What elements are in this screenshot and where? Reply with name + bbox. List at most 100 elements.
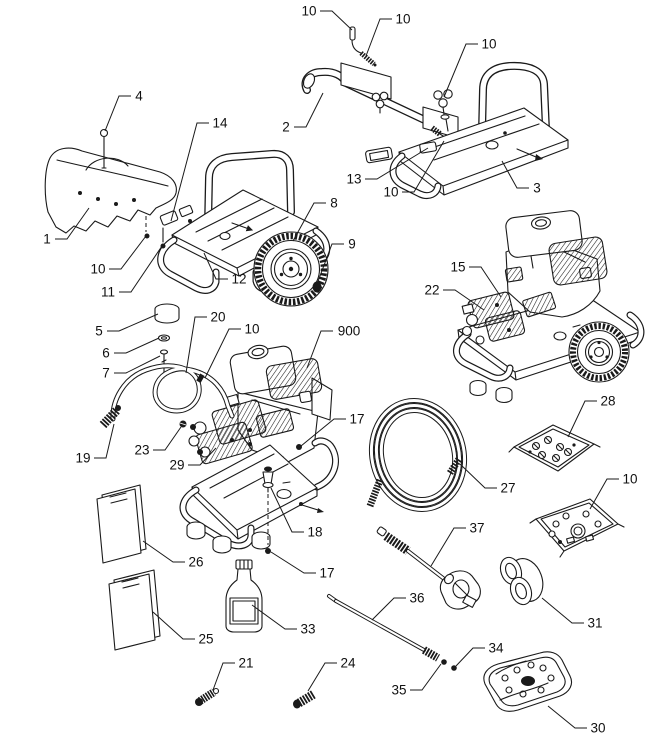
callout-label-37-37: 37 — [469, 521, 484, 536]
leader-line-10-10 — [109, 235, 147, 270]
callout-label-14-8: 14 — [212, 116, 228, 131]
nozzle-holder-31 — [499, 556, 544, 606]
callout-label-23-24: 23 — [134, 443, 149, 458]
leader-line-10-36 — [589, 478, 619, 510]
pump-29 — [188, 393, 267, 465]
callout-label-5-17: 5 — [95, 324, 103, 339]
leader-line-3-6 — [501, 160, 529, 189]
leader-line-8-13 — [292, 202, 326, 242]
muffler-part-1 — [44, 147, 177, 234]
hose-20 — [110, 363, 235, 422]
callout-label-30-42: 30 — [590, 721, 605, 736]
callout-label-36-38: 36 — [409, 591, 424, 606]
callout-label-25-30: 25 — [198, 632, 213, 647]
leader-line-27-34 — [459, 463, 497, 489]
leader-line-24-33 — [307, 662, 337, 692]
callout-label-3-6: 3 — [533, 181, 541, 196]
leader-line-2-3 — [294, 92, 324, 128]
leader-line-26-29 — [142, 540, 185, 563]
spray-wand-37 — [376, 526, 481, 610]
leader-line-22-16 — [443, 289, 485, 311]
leader-line-17-26 — [300, 418, 346, 447]
leader-line-12-12 — [203, 252, 228, 280]
leader-line-29-25 — [188, 447, 217, 466]
leader-line-1-9 — [55, 207, 90, 240]
leader-line-10-2 — [443, 43, 478, 98]
callout-label-2-3: 2 — [282, 120, 290, 135]
callout-label-10-5: 10 — [383, 185, 398, 200]
callout-label-900-22: 900 — [338, 324, 361, 339]
leader-line-10-5 — [402, 140, 445, 193]
wheel-8 — [253, 231, 329, 307]
callout-label-33-31: 33 — [300, 622, 315, 637]
fitting-21 — [195, 687, 220, 706]
callout-label-9-14: 9 — [348, 237, 356, 252]
leader-line-35-40 — [410, 663, 442, 691]
callout-label-1-9: 1 — [43, 232, 51, 247]
leader-line-36-38 — [371, 597, 406, 621]
callout-label-20-20: 20 — [210, 310, 225, 325]
lance-36 — [327, 594, 457, 671]
frame-2 — [179, 437, 339, 554]
o-ring-35 — [441, 659, 447, 665]
callout-label-31-41: 31 — [587, 616, 602, 631]
leader-line-11-11 — [119, 245, 163, 293]
leader-line-13-4 — [365, 147, 429, 180]
bolt-23 — [179, 420, 187, 428]
callout-label-10-36: 10 — [622, 472, 637, 487]
callout-label-35-40: 35 — [391, 683, 406, 698]
hardware-bag-28 — [508, 424, 601, 472]
leader-line-15-15 — [469, 266, 502, 298]
fitting-18 — [262, 466, 274, 554]
leader-line-14-8 — [170, 122, 209, 222]
leader-line-18-27 — [270, 487, 304, 533]
callout-label-11-11: 11 — [101, 285, 115, 300]
leader-line-5-17 — [107, 313, 159, 332]
leader-line-34-39 — [455, 647, 485, 667]
callout-label-6-18: 6 — [102, 346, 110, 361]
fitting-24 — [293, 690, 317, 709]
frame-foot — [186, 521, 271, 554]
bolt-17b — [265, 548, 271, 554]
hose-fitting-19 — [99, 405, 121, 429]
callout-label-19-23: 19 — [75, 451, 90, 466]
leader-line-37-37 — [430, 527, 466, 567]
callout-label-15-15: 15 — [450, 260, 465, 275]
handle-hardware — [340, 26, 463, 150]
hardware-bag-10 — [529, 498, 625, 558]
callout-label-8-13: 8 — [330, 196, 338, 211]
callout-label-17-28: 17 — [319, 566, 334, 581]
callout-label-13-4: 13 — [346, 172, 361, 187]
hose-27 — [366, 397, 468, 513]
assembled-foot — [469, 379, 513, 404]
callout-label-12-12: 12 — [231, 272, 246, 287]
leader-line-20-20 — [185, 316, 207, 374]
callout-label-24-33: 24 — [340, 656, 356, 671]
callout-label-10-0: 10 — [301, 4, 316, 19]
screw-4 — [99, 128, 109, 169]
callout-label-21-32: 21 — [238, 656, 253, 671]
leader-line-21-32 — [212, 662, 235, 691]
assembled-engine — [504, 210, 608, 318]
callout-label-29-25: 29 — [169, 458, 184, 473]
leader-line-4-7 — [104, 95, 131, 132]
callout-label-22-16: 22 — [424, 283, 439, 298]
callout-label-7-19: 7 — [102, 366, 110, 381]
leader-line-30-42 — [547, 705, 587, 729]
manual-26 — [96, 484, 147, 564]
gun-head — [439, 570, 481, 610]
callout-label-10-21: 10 — [244, 322, 259, 337]
callout-label-18-27: 18 — [307, 525, 322, 540]
bag-28-screws — [528, 435, 576, 463]
leader-line-6-18 — [114, 337, 160, 354]
leader-line-10-1 — [365, 18, 392, 57]
leader-line-10-0 — [320, 10, 353, 31]
callout-label-27-34: 27 — [500, 481, 515, 496]
callout-label-4-7: 4 — [135, 89, 143, 104]
leader-line-25-30 — [152, 611, 195, 640]
callout-label-28-35: 28 — [600, 394, 615, 409]
callout-label-17-26: 17 — [349, 412, 364, 427]
